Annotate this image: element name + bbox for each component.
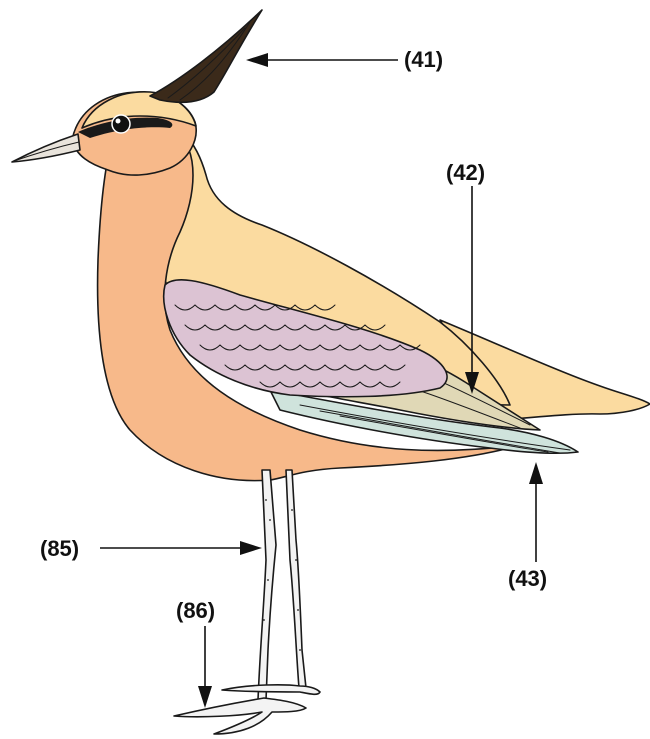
svg-text:(42): (42) bbox=[446, 160, 485, 185]
svg-text:(43): (43) bbox=[508, 566, 547, 591]
callout-86: (86) bbox=[176, 598, 215, 708]
bird-eye bbox=[112, 115, 130, 133]
svg-text:(85): (85) bbox=[40, 536, 79, 561]
bird-crest bbox=[150, 10, 262, 102]
bird-foot-back bbox=[222, 685, 320, 695]
bird-leg-back bbox=[286, 470, 306, 688]
callout-41: (41) bbox=[246, 47, 443, 72]
callout-85: (85) bbox=[40, 536, 262, 561]
svg-text:(41): (41) bbox=[404, 47, 443, 72]
bird-foot-front bbox=[174, 698, 306, 734]
bird-illustration bbox=[12, 10, 650, 734]
callout-43: (43) bbox=[508, 462, 547, 591]
svg-text:(86): (86) bbox=[176, 598, 215, 623]
bird-leg-front bbox=[258, 470, 276, 700]
